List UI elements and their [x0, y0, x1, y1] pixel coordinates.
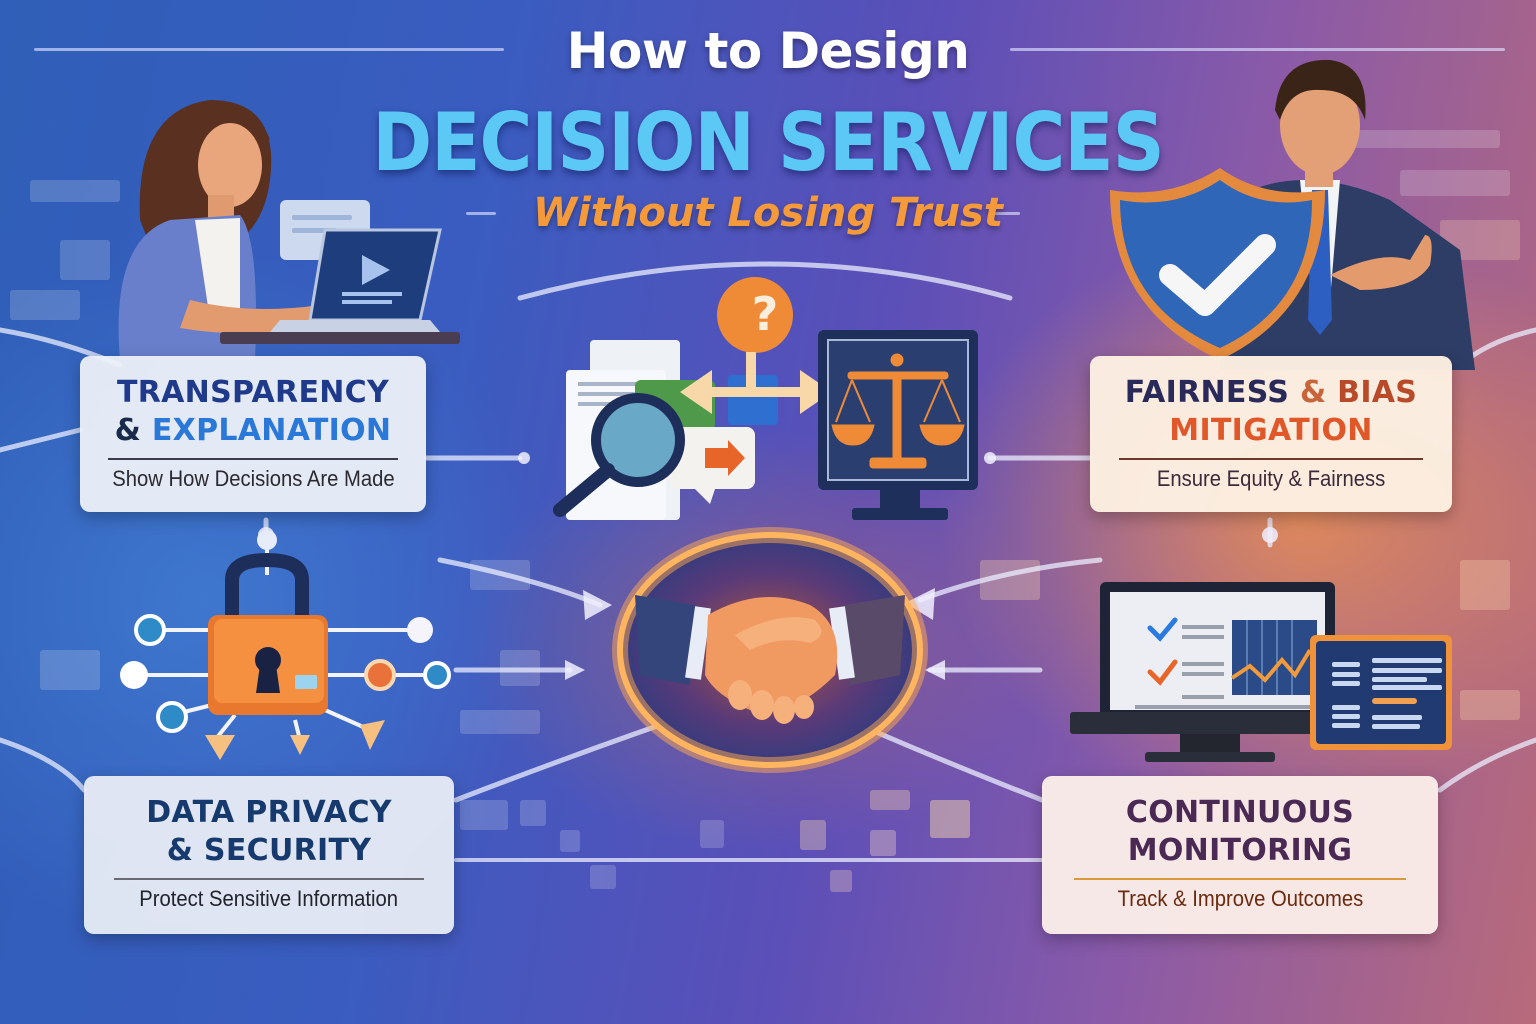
privacy-subtitle: Protect Sensitive Information [139, 886, 399, 911]
fairness-card: FAIRNESS & BIAS MITIGATION Ensure Equity… [1090, 356, 1452, 512]
woman-laptop-illustration [118, 100, 460, 360]
privacy-heading-line2: & SECURITY [166, 833, 372, 868]
decision-flow-illustration [553, 277, 978, 520]
privacy-card: DATA PRIVACY & SECURITY Protect Sensitiv… [84, 776, 454, 934]
monitoring-heading-line2: MONITORING [1127, 833, 1353, 868]
question-mark-icon: ? [751, 287, 779, 341]
fairness-heading-amp: & [1299, 375, 1327, 410]
subtitle-rule-left [466, 212, 496, 215]
transparency-heading-line1: TRANSPARENCY [117, 375, 389, 410]
transparency-heading-explanation: EXPLANATION [151, 413, 392, 448]
transparency-heading-line2: & EXPLANATION [80, 412, 426, 450]
padlock-network-icon [120, 530, 451, 760]
privacy-heading-line1: DATA PRIVACY [146, 795, 392, 830]
man-shield-illustration [1110, 59, 1475, 370]
subtitle-rule-right [990, 212, 1020, 215]
handshake-icon [612, 527, 928, 773]
monitoring-divider [1073, 878, 1407, 880]
title-rule-right [1010, 48, 1505, 51]
privacy-divider [113, 878, 425, 880]
transparency-subtitle: Show How Decisions Are Made [111, 466, 395, 491]
fairness-heading-line2: MITIGATION [1169, 413, 1373, 448]
fairness-heading-bias: BIAS [1337, 375, 1418, 410]
transparency-heading-amp: & [114, 413, 142, 448]
transparency-card: TRANSPARENCY & EXPLANATION Show How Deci… [80, 356, 426, 512]
monitoring-subtitle: Track & Improve Outcomes [1117, 886, 1363, 911]
monitoring-heading-line1: CONTINUOUS [1125, 795, 1355, 830]
title-line-3: Without Losing Trust [533, 190, 1003, 236]
title-line-2: DECISION SERVICES [372, 96, 1164, 189]
fairness-heading-fairness: FAIRNESS [1124, 375, 1290, 410]
title-line-1: How to Design [566, 22, 970, 80]
transparency-divider [107, 458, 399, 460]
fairness-divider [1118, 458, 1424, 460]
monitor-dashboard-icon [1070, 582, 1452, 762]
monitoring-card: CONTINUOUS MONITORING Track & Improve Ou… [1042, 776, 1438, 934]
fairness-heading-line1: FAIRNESS & BIAS [1090, 374, 1452, 412]
fairness-subtitle: Ensure Equity & Fairness [1156, 466, 1386, 491]
title-rule-left [34, 48, 504, 51]
